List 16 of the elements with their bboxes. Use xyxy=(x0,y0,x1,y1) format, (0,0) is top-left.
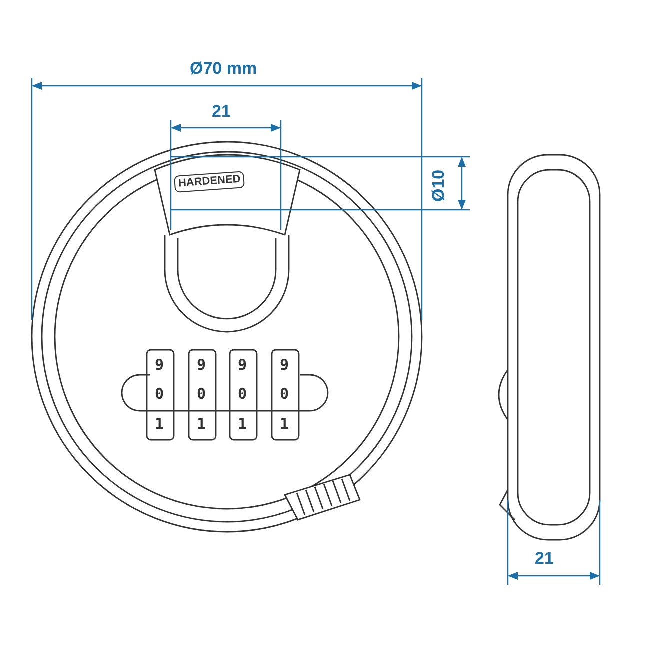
dial-digit: 0 xyxy=(197,387,206,402)
dial-digit: 1 xyxy=(238,417,248,432)
dial-digit: 1 xyxy=(155,417,164,432)
dimension-label: Ø10 xyxy=(430,170,447,202)
dial-digit: 0 xyxy=(155,387,164,402)
dial-digit: 1 xyxy=(280,417,290,432)
dial-digit: 0 xyxy=(280,387,290,402)
dial-digit: 9 xyxy=(155,358,164,373)
dial-digit: 9 xyxy=(238,358,248,373)
dial-digit: 9 xyxy=(280,358,290,373)
dimension-label: 21 xyxy=(212,103,231,120)
dimension-label: Ø70 mm xyxy=(190,60,258,77)
dimension-label: 21 xyxy=(535,550,554,567)
dial-digit: 1 xyxy=(197,417,206,432)
dial-digit: 9 xyxy=(197,358,206,373)
dial-digit: 0 xyxy=(238,387,248,402)
